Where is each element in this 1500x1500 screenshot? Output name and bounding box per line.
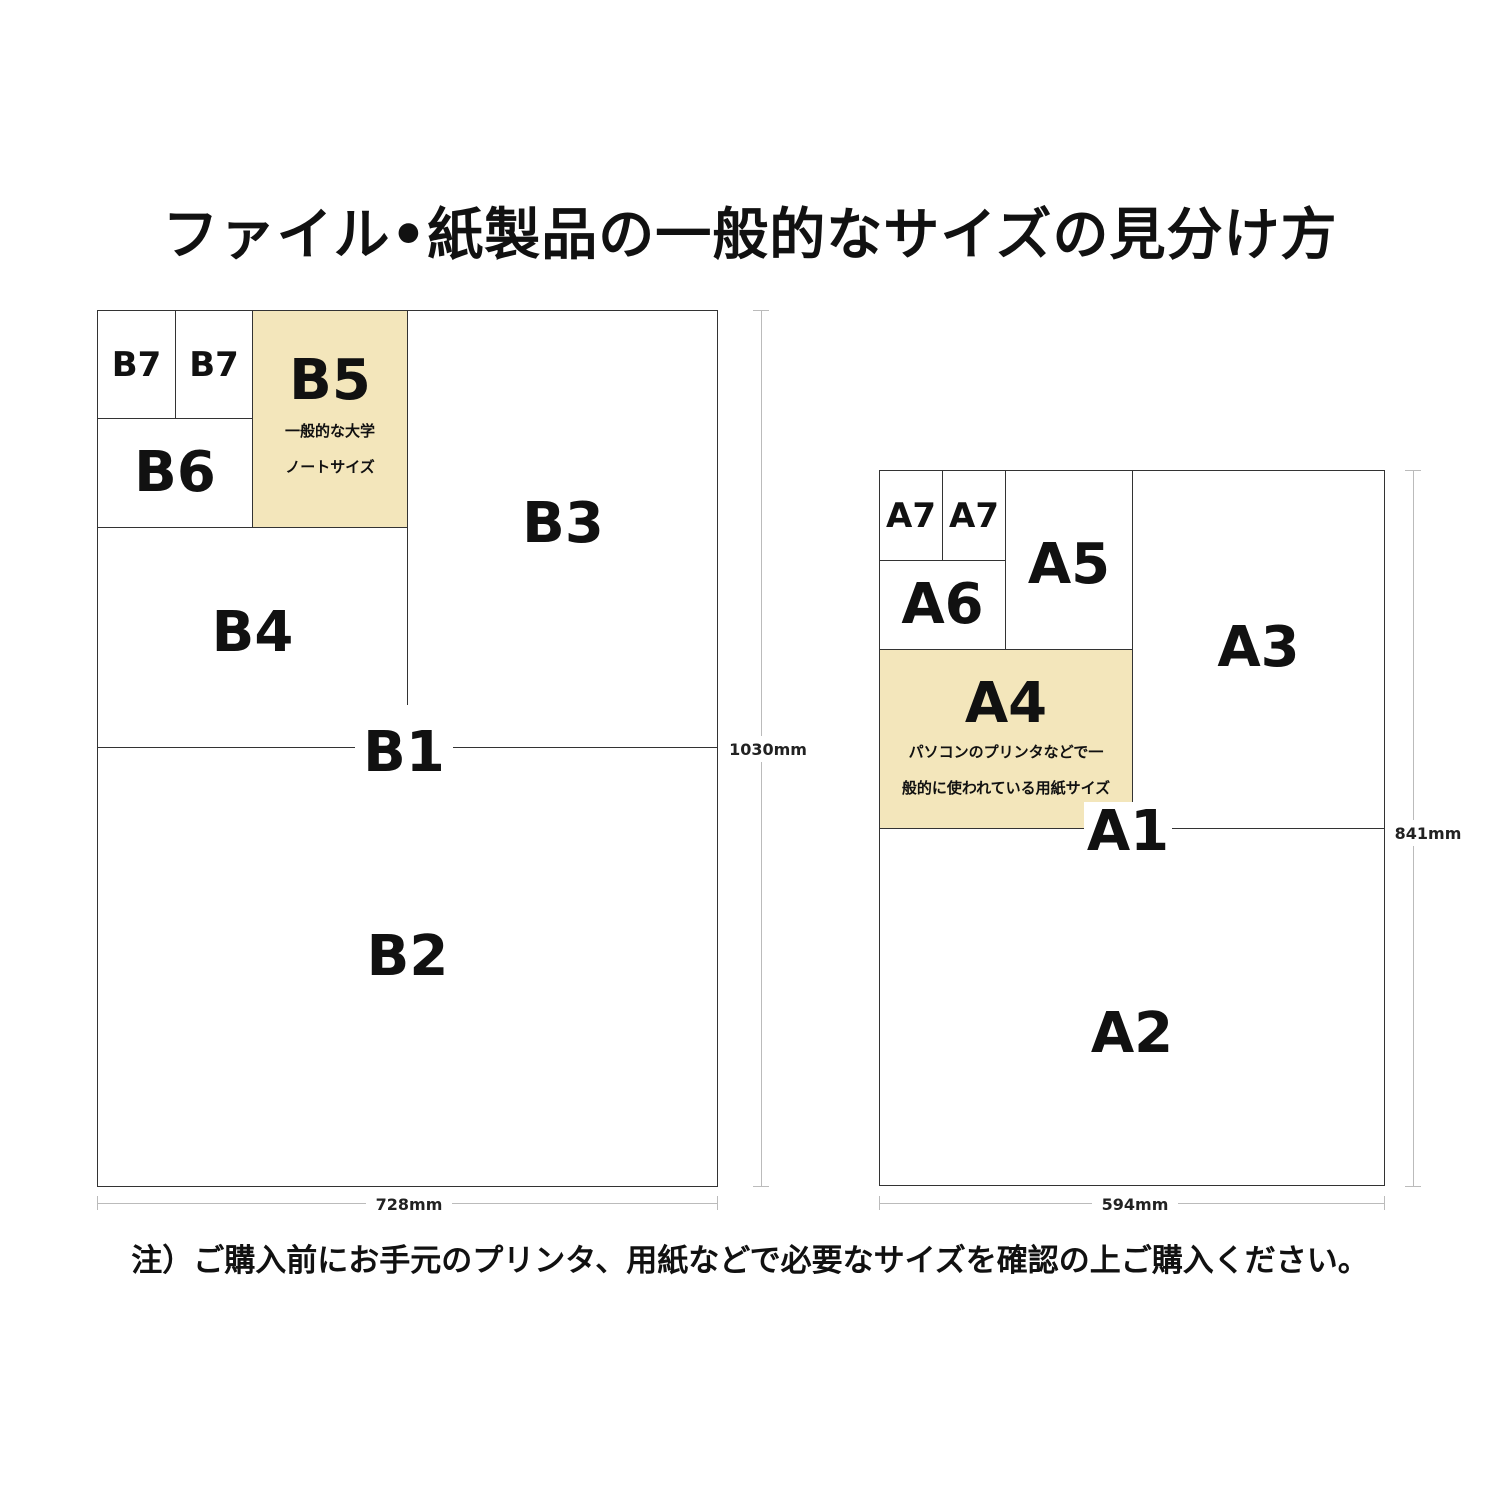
a5-cell: A5 (1005, 470, 1133, 650)
a3-label: A3 (1217, 614, 1300, 680)
a4-desc-line2: 般的に使われている用紙サイズ (901, 779, 1111, 797)
b-height-label-box: 1030mm (722, 736, 814, 762)
b4-region: B4 (97, 528, 408, 748)
b-width-label-box: 728mm (366, 1192, 452, 1216)
b5-cell: B5 一般的な大学 ノートサイズ (252, 310, 408, 528)
b2-label: B2 (366, 923, 449, 989)
b-height-tick-bottom (753, 1186, 769, 1187)
b2-region: B2 (97, 748, 718, 1187)
a-height-label-box: 841mm (1388, 820, 1468, 846)
b-width-tick-right (717, 1196, 718, 1210)
purchase-note: 注）ご購入前にお手元のプリンタ、用紙などで必要なサイズを確認の上ご購入ください。 (131, 1243, 1369, 1279)
a5-label: A5 (1027, 532, 1111, 597)
b-width-label: 728mm (375, 1194, 443, 1214)
b7-label-left: B7 (111, 344, 162, 385)
a2-region: A2 (879, 829, 1385, 1186)
b1-label-box: B1 (355, 718, 453, 788)
b3-label: B3 (522, 491, 604, 556)
a2-label: A2 (1090, 1000, 1174, 1066)
b5-label: B5 (289, 348, 371, 413)
b7-cell-left: B7 (97, 310, 176, 419)
a1-label: A1 (1086, 799, 1170, 864)
a3-region: A3 (1132, 470, 1385, 829)
a7-cell-left: A7 (879, 470, 943, 561)
a-height-label: 841mm (1394, 823, 1462, 843)
a-width-label: 594mm (1101, 1194, 1169, 1214)
a-width-tick-right (1384, 1196, 1385, 1210)
a-height-tick-bottom (1405, 1186, 1421, 1187)
a-height-tick-top (1405, 470, 1421, 471)
b1-label: B1 (363, 720, 445, 785)
b6-cell: B6 (97, 418, 253, 528)
a6-cell: A6 (879, 560, 1006, 650)
page-title: ファイル•紙製品の一般的なサイズの見分け方 (162, 203, 1338, 268)
a1-label-box: A1 (1084, 802, 1172, 862)
b5-desc-line1: 一般的な大学 (284, 422, 375, 440)
a-width-label-box: 594mm (1092, 1192, 1178, 1216)
a6-label: A6 (901, 572, 984, 637)
a4-desc-line1: パソコンのプリンタなどで一 (908, 743, 1104, 761)
b4-label: B4 (211, 600, 294, 665)
b-height-label: 1030mm (729, 739, 807, 759)
b3-region: B3 (408, 310, 718, 748)
b-width-tick-left (97, 1196, 98, 1210)
a7-cell-right: A7 (942, 470, 1006, 561)
b-height-tick-top (753, 310, 769, 311)
a7-label-left: A7 (886, 495, 936, 536)
b5-desc-line2: ノートサイズ (285, 458, 375, 476)
b7-label-right: B7 (189, 344, 239, 385)
a-width-tick-left (879, 1196, 880, 1210)
a4-label: A4 (964, 671, 1048, 736)
b7-cell-right: B7 (175, 310, 253, 419)
b6-label: B6 (134, 440, 216, 505)
a7-label-right: A7 (949, 495, 999, 536)
a1-center-divider (1132, 828, 1385, 829)
